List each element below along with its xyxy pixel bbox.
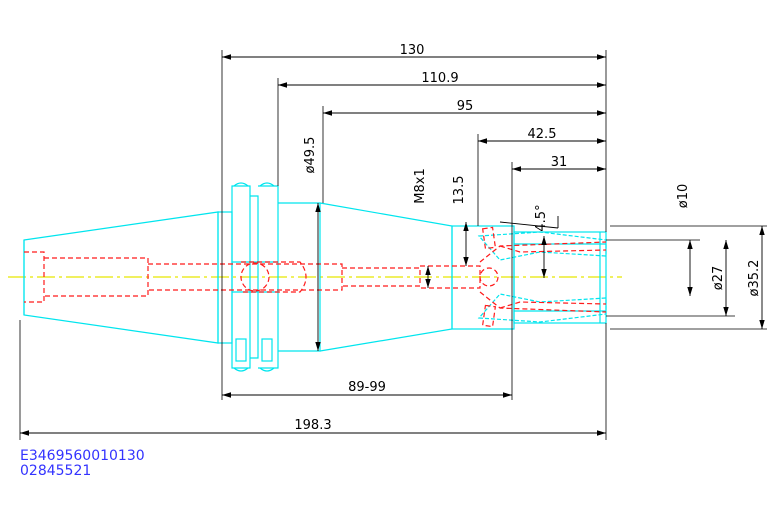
dim-bore-diameter: ø27 (711, 266, 726, 291)
dim-gauge-diameter: ø49.5 (303, 137, 318, 174)
dim-collet-seat: 42.5 (528, 127, 557, 142)
dim-taper-to-end: 95 (457, 99, 474, 114)
tool-holder-outline (23, 182, 607, 372)
hidden-lines (24, 226, 607, 328)
article-code: E3469560010130 (20, 448, 145, 464)
dim-total-length: 198.3 (294, 418, 331, 433)
order-number: 02845521 (20, 463, 92, 479)
dim-collet-depth: 31 (551, 155, 568, 170)
part-codes: E3469560010130 02845521 (20, 449, 145, 479)
dimension-lines (20, 54, 765, 436)
extension-lines (19, 50, 767, 440)
dim-overall-length: 130 (400, 43, 425, 58)
dim-collet-angle: 4.5° (534, 204, 549, 231)
dim-nose-diameter: ø35.2 (747, 260, 762, 297)
dim-thread: M8x1 (413, 168, 428, 203)
dim-clamp-diameter: ø10 (676, 184, 691, 209)
dim-adjust-range: 89-99 (348, 380, 386, 395)
dim-flange-to-end: 110.9 (421, 71, 458, 86)
dim-bore-depth: 13.5 (452, 176, 467, 205)
